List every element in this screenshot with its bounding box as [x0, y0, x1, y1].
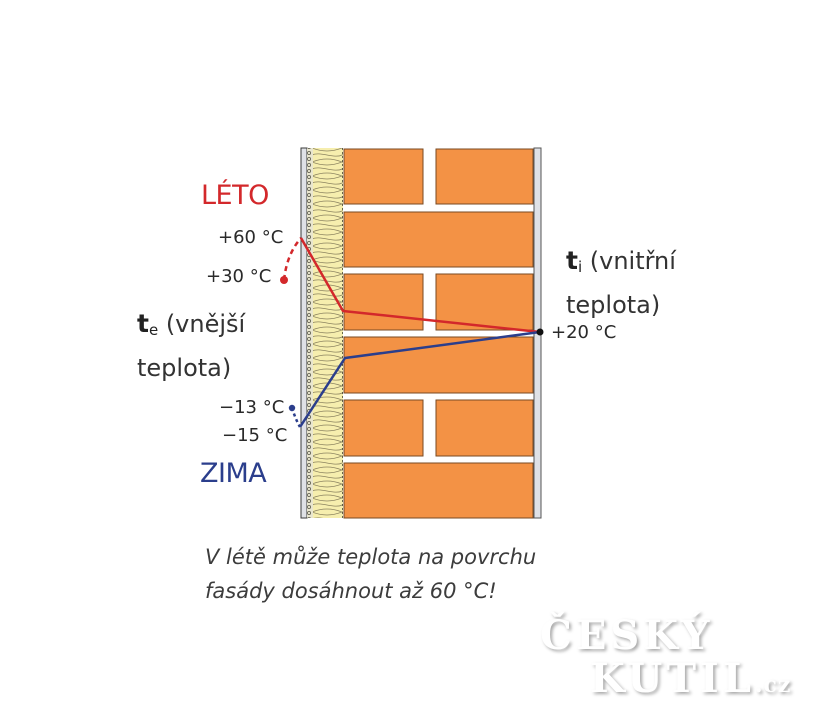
mesh-layer	[307, 148, 313, 518]
interior-text-1: (vnitřní	[582, 247, 676, 275]
insulation-layer	[313, 148, 344, 518]
exterior-temp-label: te (vnější teplota)	[137, 305, 245, 387]
exterior-text-2: teplota)	[137, 354, 232, 382]
summer-temperature-line	[280, 237, 541, 334]
brick-masonry	[343, 148, 534, 519]
exterior-symbol: t	[137, 309, 149, 338]
caption-line-2: fasády dosáhnout až 60 °C!	[205, 579, 497, 603]
summer-air-temp: +30 °C	[206, 266, 272, 287]
exterior-text-1: (vnější	[158, 310, 246, 338]
winter-air-temp: −13 °C	[219, 397, 285, 418]
winter-air-point	[288, 404, 296, 412]
interior-text-2: teplota)	[566, 291, 661, 319]
winter-surface-temp: −15 °C	[222, 425, 288, 446]
interior-temp-label: ti (vnitřní teplota)	[566, 242, 676, 324]
exterior-subscript: e	[148, 321, 159, 339]
interior-symbol: t	[566, 246, 578, 275]
watermark-brand: KUTIL	[590, 655, 755, 702]
caption: V létě může teplota na povrchu fasády do…	[205, 540, 536, 608]
winter-label: ZIMA	[200, 458, 267, 489]
summer-surface-temp: +60 °C	[218, 227, 284, 248]
watermark-line-1: ČESKÝ	[540, 612, 714, 659]
winter-temperature-line	[288, 330, 541, 428]
summer-label: LÉTO	[201, 180, 269, 211]
caption-line-1: V létě může teplota na povrchu	[205, 545, 537, 569]
interior-subscript: i	[577, 258, 583, 276]
watermark-suffix: .cz	[754, 672, 792, 698]
watermark-line-2: KUTIL.cz	[590, 655, 791, 702]
interior-point	[536, 328, 544, 336]
summer-air-point	[280, 276, 288, 284]
outer-render-layer	[300, 147, 308, 519]
interior-temp: +20 °C	[551, 322, 617, 343]
